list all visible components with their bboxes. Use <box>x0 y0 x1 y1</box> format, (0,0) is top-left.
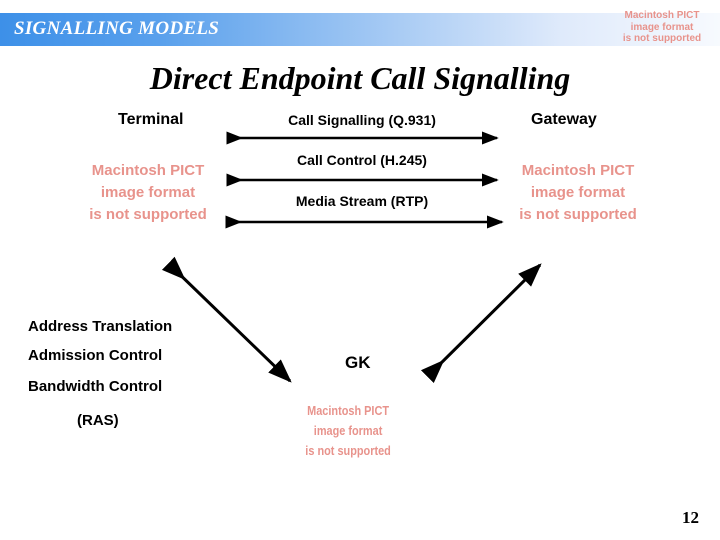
ras-line-address-translation: Address Translation <box>28 318 173 335</box>
pict-placeholder-gateway: Macintosh PICT image format is not suppo… <box>502 160 654 225</box>
ras-line-admission-control: Admission Control <box>28 347 163 364</box>
protocol-label-call-signalling: Call Signalling (Q.931) <box>288 112 436 128</box>
pict-line-3: is not supported <box>305 443 391 459</box>
ras-line-bandwidth-control: Bandwidth Control <box>28 378 163 395</box>
pict-line-3: is not supported <box>519 205 637 223</box>
ras-line-ras: (RAS) <box>77 412 119 429</box>
pict-line-2: image format <box>530 183 626 201</box>
header-title: SIGNALLING MODELS <box>14 18 220 39</box>
slide-title: Direct Endpoint Call Signalling <box>149 60 571 96</box>
header-band <box>0 13 720 46</box>
pict-placeholder-gatekeeper: Macintosh PICT image format is not suppo… <box>296 401 400 461</box>
protocol-label-call-control: Call Control (H.245) <box>297 152 427 168</box>
page-number: 12 <box>682 508 699 527</box>
pict-placeholder-top-right: Macintosh PICT image format is not suppo… <box>604 10 720 45</box>
gatekeeper-label: GK <box>345 353 371 372</box>
pict-line-1: Macintosh PICT <box>624 10 700 21</box>
pict-line-1: Macintosh PICT <box>91 162 205 179</box>
pict-line-2: image format <box>630 21 694 33</box>
pict-placeholder-terminal: Macintosh PICT image format is not suppo… <box>72 160 224 225</box>
pict-line-3: is not supported <box>89 205 207 223</box>
protocol-label-media-stream: Media Stream (RTP) <box>295 193 429 209</box>
pict-line-1: Macintosh PICT <box>307 403 390 418</box>
gateway-gatekeeper-arrow <box>420 263 542 384</box>
pict-line-1: Macintosh PICT <box>521 162 635 179</box>
gateway-label: Gateway <box>531 111 597 128</box>
pict-line-2: image format <box>100 183 196 201</box>
terminal-label: Terminal <box>118 111 184 128</box>
terminal-gatekeeper-arrow <box>161 256 292 383</box>
pict-line-3: is not supported <box>622 33 702 44</box>
pict-line-2: image format <box>313 423 383 439</box>
